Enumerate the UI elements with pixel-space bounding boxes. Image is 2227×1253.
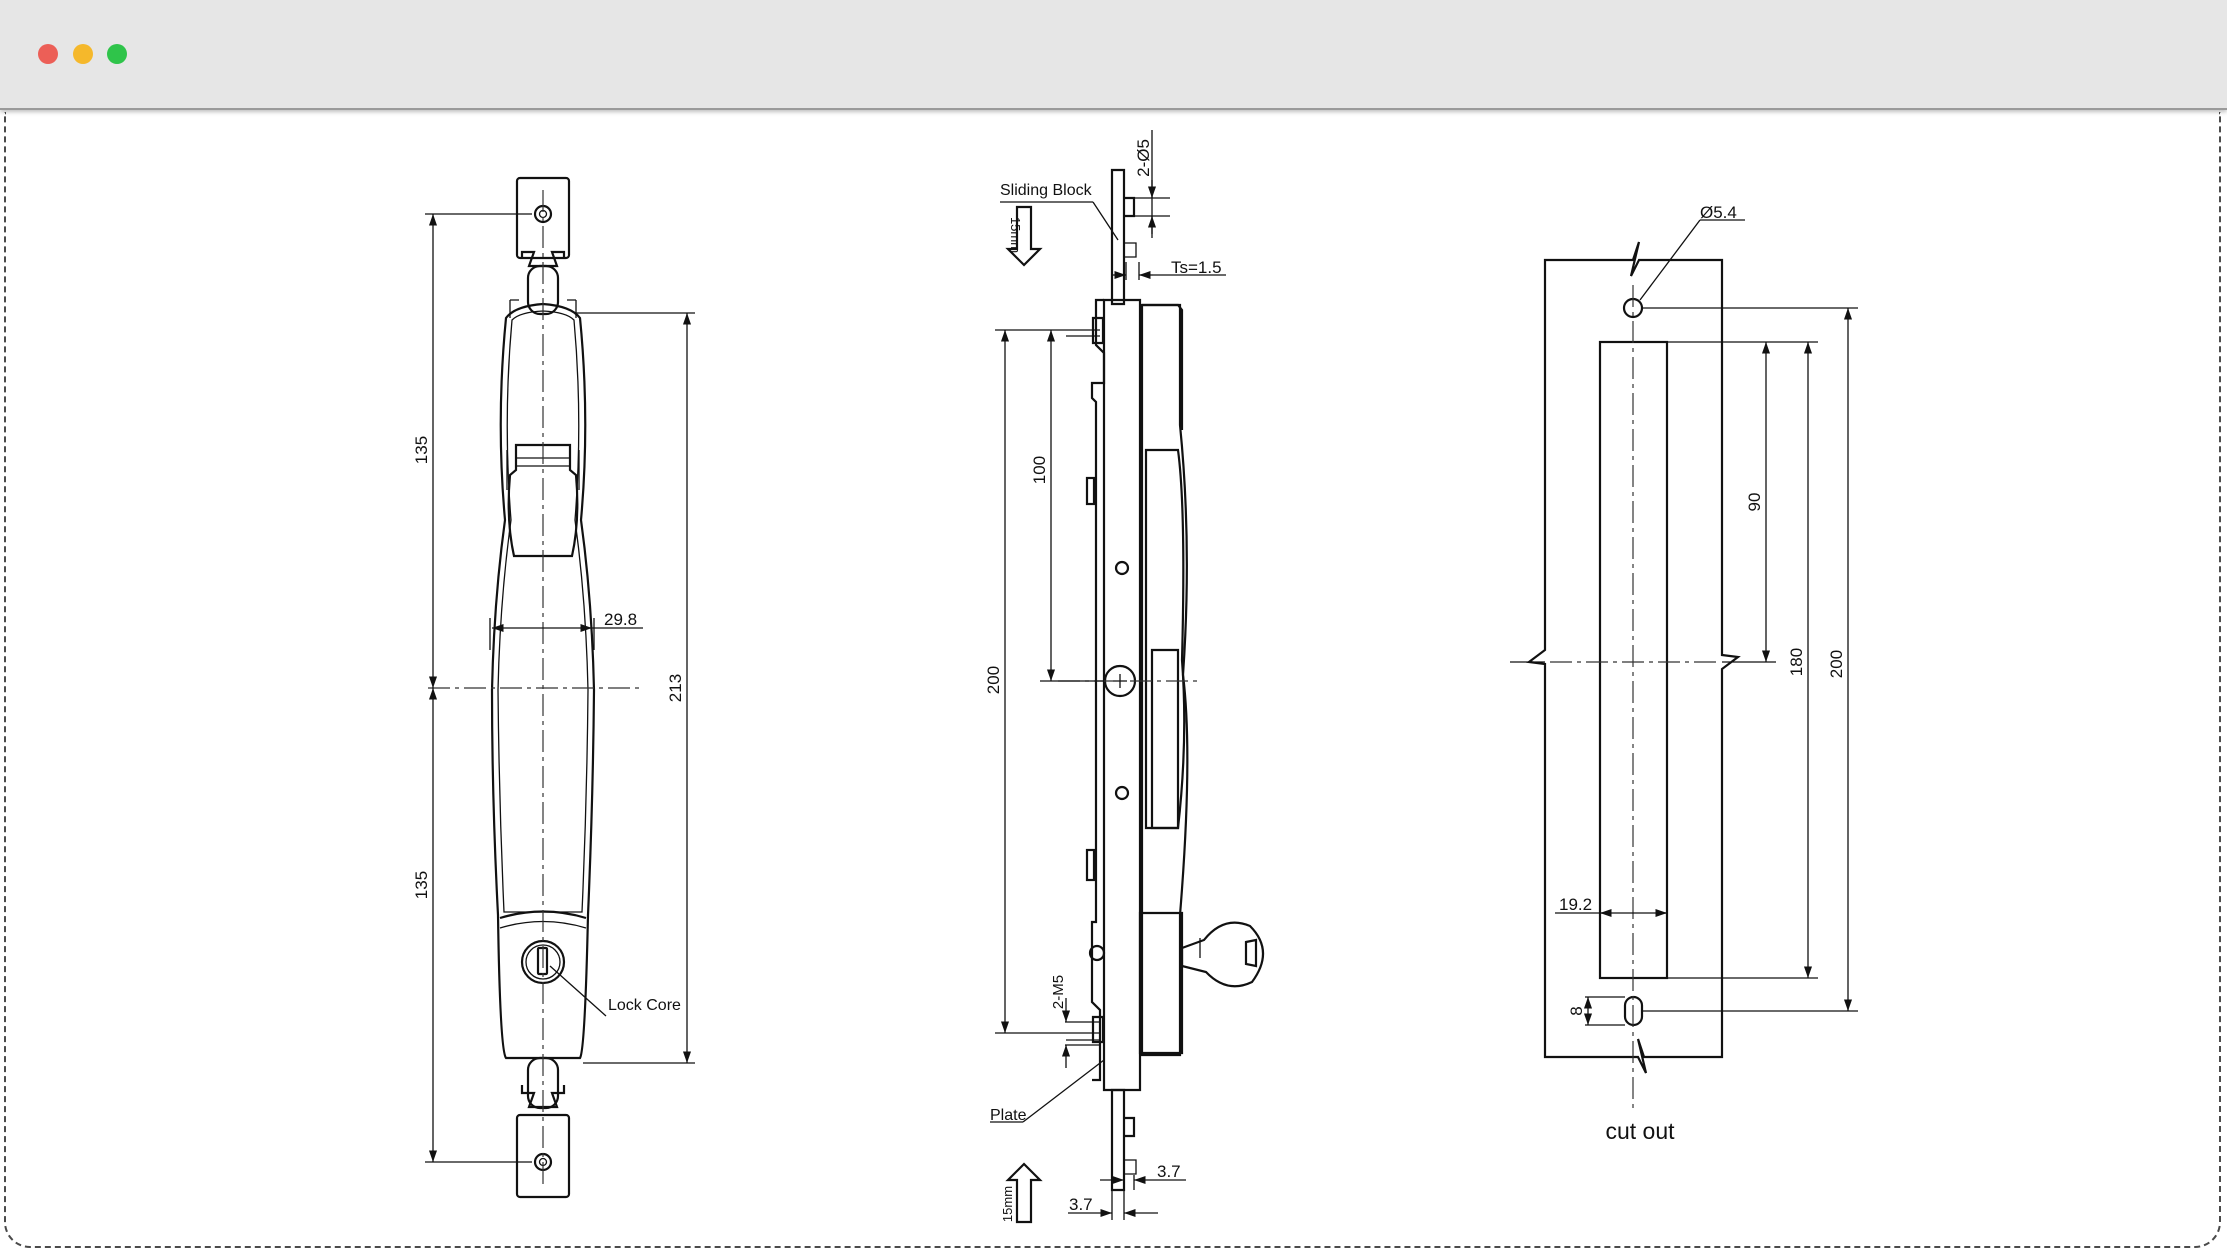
side-dim-3-7-right: 3.7 <box>1157 1162 1181 1181</box>
technical-drawing: 135 135 29.8 213 Lock Core <box>412 130 1858 1224</box>
travel-bottom-label: 15mm <box>1000 1186 1015 1222</box>
front-dim-213: 213 <box>666 674 685 702</box>
minimize-window-button[interactable] <box>73 44 93 64</box>
front-dim-135-bottom: 135 <box>412 871 431 899</box>
travel-top-label: 15mm <box>1008 217 1023 253</box>
thread-label: 2-M5 <box>1050 975 1067 1009</box>
front-view: 135 135 29.8 213 Lock Core <box>412 176 695 1199</box>
side-dim-100: 100 <box>1030 456 1049 484</box>
cutout-hole-dim: Ø5.4 <box>1700 203 1737 222</box>
cutout-caption: cut out <box>1605 1118 1675 1144</box>
front-dim-135-top: 135 <box>412 436 431 464</box>
lock-core-label: Lock Core <box>608 997 681 1014</box>
cutout-dim-200: 200 <box>1827 650 1846 678</box>
cutout-dim-19-2: 19.2 <box>1559 895 1592 914</box>
front-dim-29-8: 29.8 <box>604 610 637 629</box>
side-dim-3-7-left: 3.7 <box>1069 1195 1093 1214</box>
cutout-view: Ø5.4 90 180 200 19.2 8 cut out <box>1510 203 1858 1144</box>
cutout-dim-8: 8 <box>1567 1006 1586 1015</box>
thickness-label: Ts=1.5 <box>1171 258 1222 277</box>
close-window-button[interactable] <box>38 44 58 64</box>
drawing-frame <box>4 112 2221 1248</box>
drawing-canvas: 135 135 29.8 213 Lock Core <box>0 112 2227 1253</box>
maximize-window-button[interactable] <box>107 44 127 64</box>
side-hole-dim: 2-Ø5 <box>1134 139 1153 177</box>
plate-label: Plate <box>990 1107 1027 1124</box>
side-view: 15mm 15mm Sliding Block 2-Ø5 Ts=1.5 <box>984 130 1265 1224</box>
cutout-dim-90: 90 <box>1745 493 1764 512</box>
sliding-block-label: Sliding Block <box>1000 182 1093 199</box>
side-dim-200: 200 <box>984 666 1003 694</box>
cutout-dim-180: 180 <box>1787 648 1806 676</box>
window-titlebar <box>0 0 2227 110</box>
